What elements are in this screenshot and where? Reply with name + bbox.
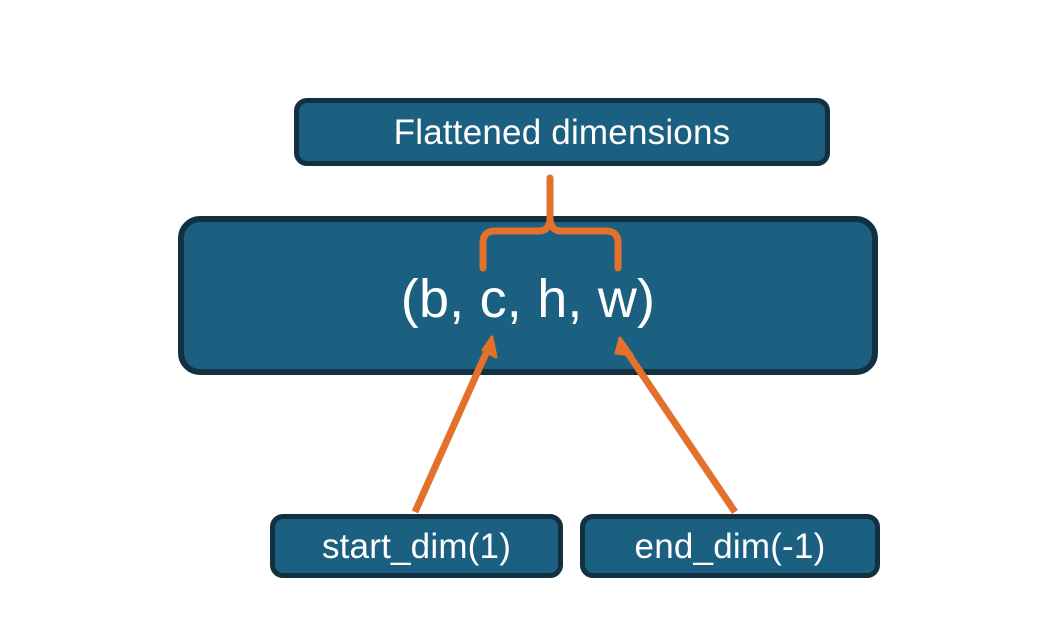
flattened-dimensions-node: Flattened dimensions xyxy=(294,98,830,166)
start-dim-label: start_dim(1) xyxy=(321,526,512,566)
tensor-shape-label: (b, c, h, w) xyxy=(400,268,656,329)
end-dim-label: end_dim(-1) xyxy=(634,526,826,566)
end-dim-node: end_dim(-1) xyxy=(580,514,880,578)
flattened-dimensions-label: Flattened dimensions xyxy=(393,112,731,152)
start-dim-node: start_dim(1) xyxy=(270,514,563,578)
tensor-shape-node: (b, c, h, w) xyxy=(178,216,878,375)
